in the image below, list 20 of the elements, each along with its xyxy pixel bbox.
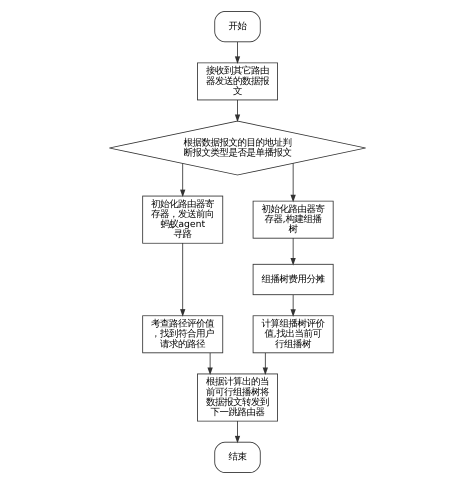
- arrow: [262, 352, 268, 376]
- arrow: [180, 163, 185, 198]
- node-diamond: 根据数据报文的目的地址判断报文类型是否是单播报文: [108, 120, 366, 176]
- node-box: 开始: [214, 11, 260, 42]
- arrow: [234, 41, 240, 64]
- node-box: 考查路径评价值，找到符合用户请求的路径: [142, 315, 223, 354]
- arrow: [234, 420, 240, 444]
- arrow: [180, 243, 185, 317]
- arrow: [290, 163, 296, 202]
- node-box: 初始化路由器寄存器,构建组播树: [252, 200, 334, 239]
- arrow: [206, 352, 212, 376]
- arrow: [290, 294, 296, 317]
- node-box: 结束: [214, 442, 260, 473]
- node-box: 接收到其它路由器发送的数据报文: [196, 62, 278, 100]
- arrow: [290, 238, 296, 266]
- node-box: 计算组播树评价值,找出当前可行组播树: [252, 315, 334, 354]
- node-box: 根据计算出的当前可行组播树将数据报文转发到下一跳路由器: [196, 374, 278, 422]
- arrow: [234, 100, 240, 122]
- node-box: 初始化路由器寄存器，发送前向蚂蚁agent寻路: [142, 196, 223, 244]
- node-box: 组播树费用分摊: [252, 264, 334, 296]
